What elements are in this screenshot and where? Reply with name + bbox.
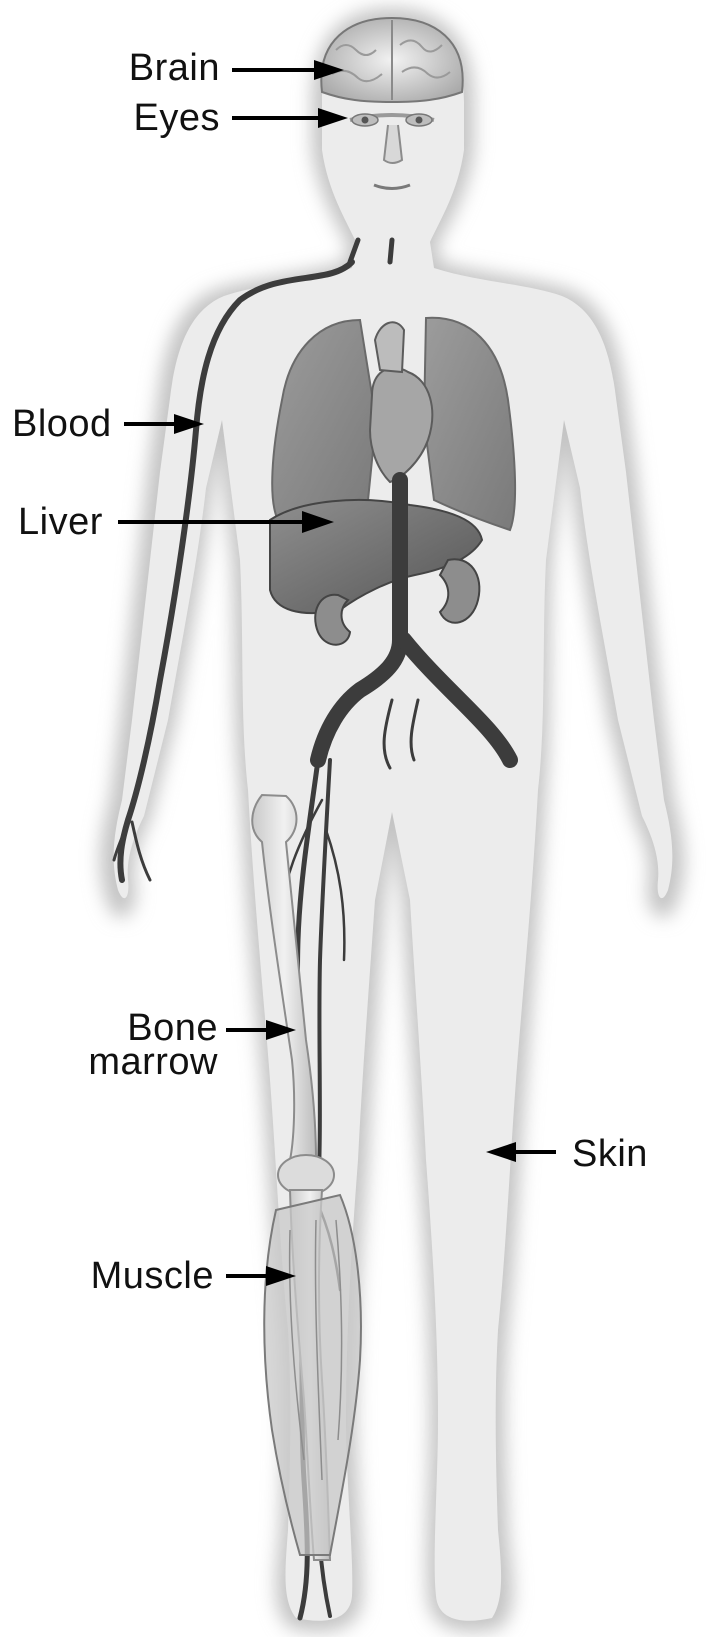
blood-label: Blood bbox=[12, 403, 112, 445]
liver-label: Liver bbox=[18, 501, 103, 543]
eyes-label: Eyes bbox=[134, 97, 220, 139]
brain-label: Brain bbox=[129, 47, 220, 89]
bone-marrow-label-line2: marrow bbox=[88, 1041, 218, 1083]
skin-label: Skin bbox=[572, 1133, 648, 1175]
muscle-label: Muscle bbox=[91, 1255, 214, 1297]
